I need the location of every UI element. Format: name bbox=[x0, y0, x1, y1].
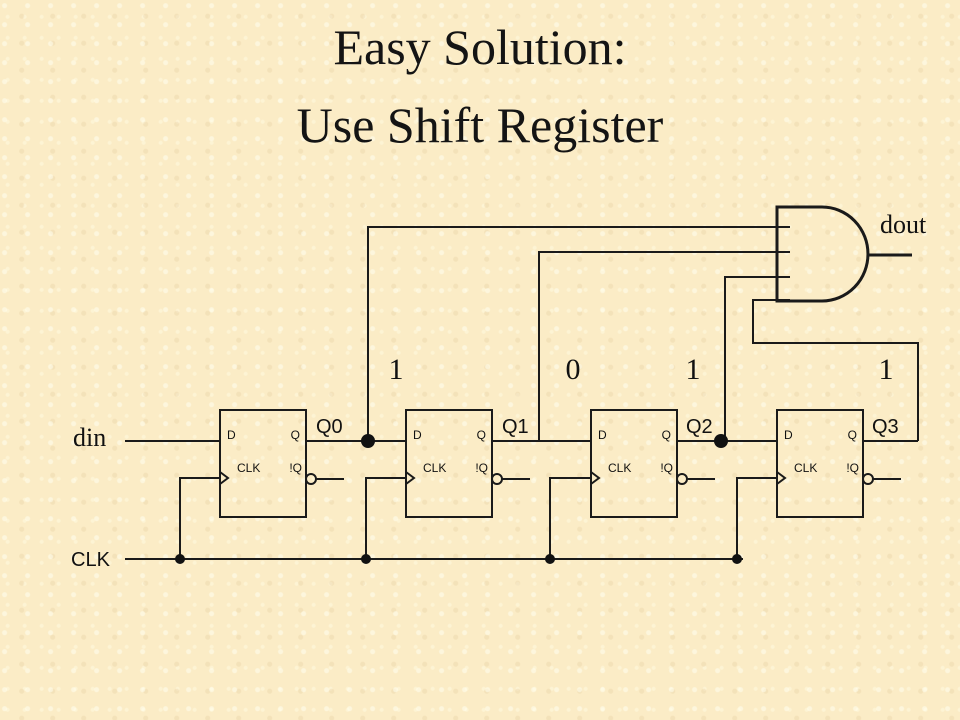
clk-label: CLK bbox=[71, 549, 111, 571]
flipflop-1-box bbox=[405, 409, 493, 518]
bit-value-2: 1 bbox=[686, 353, 701, 386]
pin-clk-1: CLK bbox=[423, 461, 446, 475]
pin-d-1: D bbox=[413, 428, 422, 442]
pin-nq-2: !Q bbox=[660, 461, 673, 475]
nq-bubble-0 bbox=[305, 473, 317, 485]
pin-q-1: Q bbox=[477, 428, 486, 442]
and-input-q2 bbox=[724, 276, 790, 441]
bit-value-3: 1 bbox=[879, 353, 894, 386]
pin-q-0: Q bbox=[291, 428, 300, 442]
nq-bubble-3 bbox=[862, 473, 874, 485]
and-input-q3 bbox=[752, 299, 919, 441]
and-gate bbox=[775, 205, 870, 303]
clock-triangle-0 bbox=[219, 471, 230, 485]
clock-triangle-3 bbox=[776, 471, 787, 485]
junction-clk-1 bbox=[361, 554, 371, 564]
pin-q-3: Q bbox=[848, 428, 857, 442]
junction-clk-0 bbox=[175, 554, 185, 564]
pin-nq-0: !Q bbox=[289, 461, 302, 475]
output-label-q3: Q3 bbox=[872, 416, 899, 438]
clk-wire-1 bbox=[365, 477, 406, 559]
bit-value-1: 0 bbox=[566, 353, 581, 386]
output-label-q1: Q1 bbox=[502, 416, 529, 438]
pin-nq-3: !Q bbox=[846, 461, 859, 475]
flipflop-0-box bbox=[219, 409, 307, 518]
pin-d-2: D bbox=[598, 428, 607, 442]
clock-triangle-2 bbox=[590, 471, 601, 485]
clk-wire-3 bbox=[736, 477, 777, 559]
and-input-q1 bbox=[538, 251, 790, 441]
pin-clk-0: CLK bbox=[237, 461, 260, 475]
clk-wire-2 bbox=[549, 477, 591, 559]
clk-wire-0 bbox=[179, 477, 220, 559]
flipflop-2-box bbox=[590, 409, 678, 518]
dout-label: dout bbox=[880, 210, 927, 239]
pin-d-0: D bbox=[227, 428, 236, 442]
slide-title-line1: Easy Solution: bbox=[333, 19, 627, 75]
output-label-q0: Q0 bbox=[316, 416, 343, 438]
din-label: din bbox=[73, 423, 106, 452]
junction-q0 bbox=[361, 434, 375, 448]
flipflop-3-box bbox=[776, 409, 864, 518]
output-label-q2: Q2 bbox=[686, 416, 713, 438]
pin-clk-3: CLK bbox=[794, 461, 817, 475]
slide-title-line2: Use Shift Register bbox=[296, 97, 664, 153]
nq-bubble-2 bbox=[676, 473, 688, 485]
nq-bubble-1 bbox=[491, 473, 503, 485]
pin-nq-1: !Q bbox=[475, 461, 488, 475]
and-input-q0 bbox=[367, 226, 790, 441]
bit-value-0: 1 bbox=[389, 353, 404, 386]
junction-q2 bbox=[714, 434, 728, 448]
pin-d-3: D bbox=[784, 428, 793, 442]
junction-clk-3 bbox=[732, 554, 742, 564]
pin-clk-2: CLK bbox=[608, 461, 631, 475]
pin-q-2: Q bbox=[662, 428, 671, 442]
clock-triangle-1 bbox=[405, 471, 416, 485]
junction-clk-2 bbox=[545, 554, 555, 564]
